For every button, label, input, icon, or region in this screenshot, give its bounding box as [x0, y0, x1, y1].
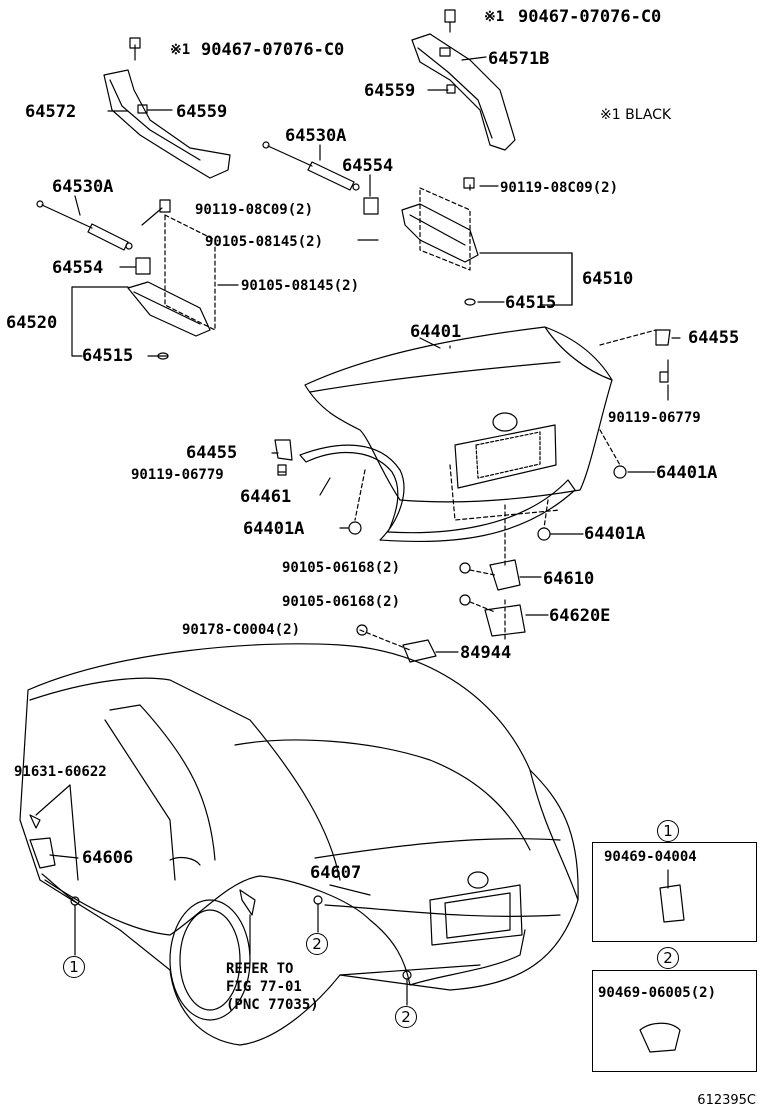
part-label-64559-right: 64559 [364, 81, 416, 101]
part-label-90178-c0004: 90178-C0004(2) [182, 622, 301, 638]
detail-box-2 [592, 970, 757, 1072]
part-label-64606: 64606 [82, 848, 134, 868]
part-label-90119-06779-left: 90119-06779 [131, 467, 224, 483]
mark-1-right: ※1 [484, 9, 505, 25]
callout-circle-2-car-b: 2 [395, 1006, 417, 1028]
part-label-90105-08145-top: 90105-08145(2) [205, 234, 324, 250]
part-label-90119-06779-right: 90119-06779 [608, 410, 701, 426]
callout-circle-1-car: 1 [63, 956, 85, 978]
part-label-90119-08c09-right: 90119-08C09(2) [500, 180, 619, 196]
part-label-64610: 64610 [543, 569, 595, 589]
part-label-64461: 64461 [240, 487, 292, 507]
part-label-91631-60622: 91631-60622 [14, 764, 107, 780]
cable-64607-drawing [44, 875, 526, 986]
latch-64610-drawing [489, 559, 521, 591]
part-label-64401a-right-bottom: 64401A [584, 524, 646, 544]
part-label-64515-left: 64515 [82, 346, 134, 366]
part-label-64572: 64572 [25, 102, 77, 122]
part-label-64607: 64607 [310, 863, 362, 883]
part-label-90467-right: 90467-07076-C0 [518, 7, 662, 27]
part-label-90467-left: 90467-07076-C0 [201, 40, 345, 60]
refer-note: REFER TO FIG 77-01 (PNC 77035) [226, 961, 319, 1013]
hinge-64510-drawing [401, 177, 479, 271]
part-label-64401: 64401 [410, 322, 462, 342]
part-label-84944: 84944 [460, 643, 512, 663]
strut-64530a-left-drawing [36, 200, 133, 251]
callout-circle-2-box: 2 [657, 947, 679, 969]
part-label-64554-left: 64554 [52, 258, 104, 278]
trunk-lid-64401-drawing [304, 326, 613, 521]
callout-circle-2-car-a: 2 [306, 933, 328, 955]
note-black: ※1 BLACK [600, 107, 672, 123]
callout-circle-1-box: 1 [657, 820, 679, 842]
hinge-64520-drawing [127, 199, 216, 337]
figure-id: 612395C [697, 1093, 756, 1108]
part-label-64401a-right-top: 64401A [656, 463, 718, 483]
part-label-90105-06168-b: 90105-06168(2) [282, 594, 401, 610]
part-label-64620e: 64620E [549, 606, 611, 626]
part-label-90105-06168-a: 90105-06168(2) [282, 560, 401, 576]
weatherstrip-64461-drawing [299, 444, 576, 543]
part-label-64559-left: 64559 [176, 102, 228, 122]
part-label-64571b: 64571B [488, 49, 550, 69]
lock-64620e-drawing [484, 604, 526, 637]
part-label-90469-04004: 90469-04004 [604, 849, 697, 865]
part-label-90119-08c09-left: 90119-08C09(2) [195, 202, 314, 218]
part-label-64530a-top: 64530A [285, 126, 347, 146]
part-label-64554-top: 64554 [342, 156, 394, 176]
part-label-90105-08145-left: 90105-08145(2) [241, 278, 360, 294]
part-label-64455-left: 64455 [186, 443, 238, 463]
hinge-64572-drawing [103, 37, 231, 179]
part-label-64530a-left: 64530A [52, 177, 114, 197]
part-label-64510: 64510 [582, 269, 634, 289]
part-label-64455-right: 64455 [688, 328, 740, 348]
part-label-90469-06005: 90469-06005(2) [598, 985, 717, 1001]
detail-box-1 [592, 842, 757, 942]
bracket-64554-left-drawing [135, 257, 151, 275]
washer-64515-right-drawing [464, 298, 476, 306]
part-label-64520: 64520 [6, 313, 58, 333]
motor-84944-drawing [402, 639, 437, 663]
hinge-64571b-drawing [411, 9, 516, 151]
mark-1-left: ※1 [170, 42, 191, 58]
bracket-64554-top-drawing [363, 197, 379, 215]
strut-64530a-top-drawing [262, 141, 360, 191]
part-label-64401a-left: 64401A [243, 519, 305, 539]
car-body-drawing [19, 643, 579, 1046]
part-label-64515-right: 64515 [505, 293, 557, 313]
